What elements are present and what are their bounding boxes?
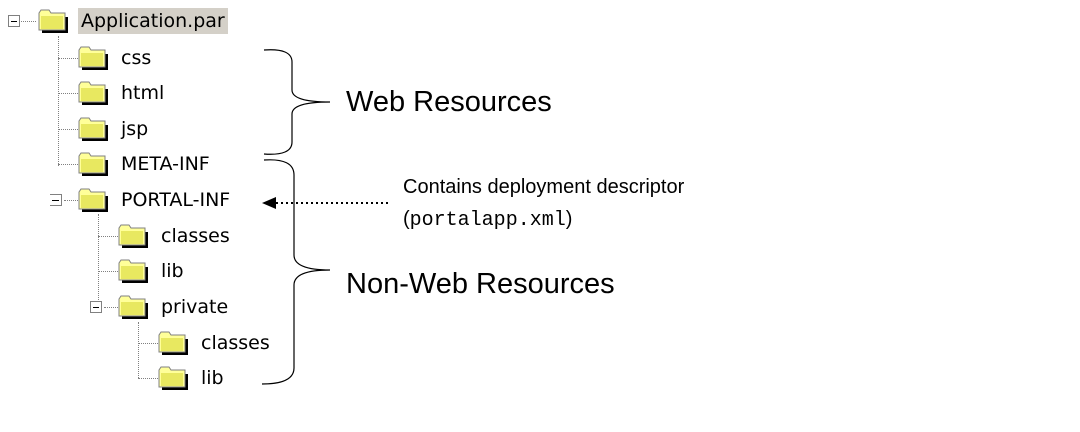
tree-root[interactable]: Application.par: [38, 4, 228, 38]
open-parenthesis: (: [403, 208, 410, 230]
tree-item-label: css: [121, 47, 152, 69]
close-parenthesis: ): [565, 208, 573, 230]
nonweb-resources-brace: [261, 159, 331, 385]
tree-connector: [98, 236, 118, 237]
tree-item-label: PORTAL-INF: [121, 189, 231, 211]
tree-item-private-lib[interactable]: lib: [158, 361, 227, 395]
web-resources-label: Web Resources: [346, 86, 552, 118]
nonweb-resources-label: Non-Web Resources: [346, 268, 615, 300]
collapse-toggle-root[interactable]: [8, 15, 20, 27]
web-resources-brace: [263, 49, 331, 155]
tree-item-label: classes: [201, 332, 270, 354]
tree-item-label: lib: [201, 367, 224, 389]
arrowhead-icon: [262, 197, 276, 209]
tree-item-css[interactable]: css: [78, 41, 154, 75]
tree-connector: [138, 378, 158, 379]
collapse-toggle-portal-inf[interactable]: [50, 194, 62, 206]
tree-connector: [58, 58, 78, 59]
tree-item-private[interactable]: private: [118, 290, 231, 324]
tree-item-label: html: [121, 82, 165, 104]
tree-item-lib[interactable]: lib: [118, 254, 187, 288]
tree-connector: [58, 93, 78, 94]
tree-item-label: Application.par: [78, 8, 228, 34]
tree-connector: [98, 271, 118, 272]
tree-connector: [18, 21, 36, 22]
tree-connector: [104, 307, 118, 308]
tree-item-label: private: [161, 296, 229, 318]
tree-connector: [64, 200, 78, 201]
tree-item-label: jsp: [121, 118, 149, 140]
tree-item-portal-inf[interactable]: PORTAL-INF: [78, 183, 233, 217]
descriptor-file-note: (portalapp.xml): [403, 208, 572, 232]
collapse-toggle-private[interactable]: [90, 301, 102, 313]
tree-connector: [58, 36, 59, 166]
tree-item-html[interactable]: html: [78, 76, 167, 110]
tree-item-label: classes: [161, 225, 230, 247]
tree-connector: [138, 343, 158, 344]
tree-item-jsp[interactable]: jsp: [78, 112, 151, 146]
tree-connector: [98, 214, 99, 306]
tree-connector: [138, 322, 139, 378]
descriptor-filename: portalapp.xml: [409, 209, 566, 232]
tree-item-label: lib: [161, 260, 184, 282]
tree-connector: [58, 129, 78, 130]
tree-item-meta-inf[interactable]: META-INF: [78, 147, 213, 181]
tree-connector: [58, 164, 78, 165]
tree-item-label: META-INF: [121, 153, 210, 175]
tree-item-private-classes[interactable]: classes: [158, 326, 273, 360]
descriptor-note: Contains deployment descriptor: [403, 176, 685, 198]
tree-item-classes[interactable]: classes: [118, 219, 233, 253]
